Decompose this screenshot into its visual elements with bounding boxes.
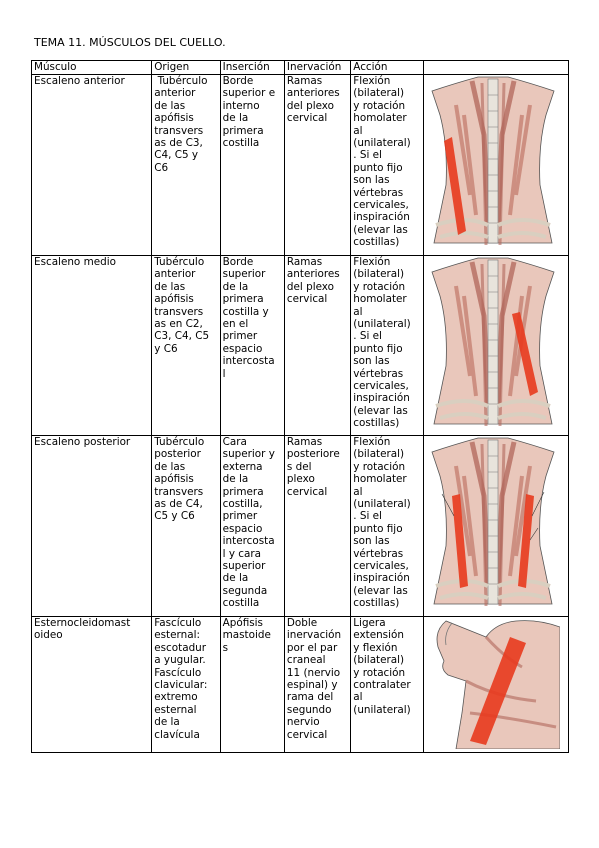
neck-front-drawing (431, 257, 555, 427)
neck-front-drawing (431, 437, 555, 607)
muscle-action: Ligera extensión y flexión (bilateral) y… (350, 616, 424, 753)
muscle-insertion: Cara superior y externa de la primera co… (219, 435, 285, 617)
table-row: Escaleno posterior Tubérculo posterior d… (30, 435, 570, 617)
neck-front-drawing (431, 76, 555, 246)
neck-lateral-drawing (436, 620, 560, 749)
muscle-origin: Tubérculo posterior de las apófisis tran… (151, 435, 221, 617)
table-row: Escaleno medio Tubérculo anterior de las… (30, 255, 570, 436)
header-insertion: Inserción (219, 60, 285, 75)
muscle-name: Escaleno medio (30, 255, 153, 436)
muscle-origin: Tubérculo anterior de las apófisis trans… (151, 255, 221, 436)
muscle-innervation: Ramas anteriores del plexo cervical (283, 74, 352, 256)
muscle-origin: Fascículo esternal: escotadur a yugular.… (151, 616, 221, 753)
table-header-row: Músculo Origen Inserción Inervación Acci… (30, 60, 570, 75)
neck-anatomy-illustration (431, 76, 555, 246)
muscle-insertion: Apófisis mastoide s (219, 616, 285, 753)
table-row: Esternocleidomast oideo Fascículo estern… (30, 616, 570, 753)
header-origin: Origen (151, 60, 221, 75)
header-innervation: Inervación (283, 60, 352, 75)
muscle-innervation: Ramas anteriores del plexo cervical (283, 255, 352, 436)
muscle-insertion: Borde superior de la primera costilla y … (219, 255, 285, 436)
muscle-name: Esternocleidomast oideo (30, 616, 153, 753)
header-muscle: Músculo (30, 60, 153, 75)
muscles-table: Músculo Origen Inserción Inervación Acci… (30, 60, 570, 753)
muscle-origin: Tubérculo anterior de las apófisis trans… (151, 74, 221, 256)
muscle-innervation: Doble inervación por el par craneal 11 (… (283, 616, 352, 753)
neck-anatomy-illustration (431, 257, 555, 427)
muscle-name: Escaleno posterior (30, 435, 153, 617)
header-image (422, 60, 570, 75)
muscle-action: Flexión (bilateral) y rotación homolater… (350, 74, 424, 256)
muscle-action: Flexión (bilateral) y rotación homolater… (350, 255, 424, 436)
muscle-action: Flexión (bilateral) y rotación homolater… (350, 435, 424, 617)
muscle-innervation: Ramas posteriore s del plexo cervical (283, 435, 352, 617)
header-action: Acción (350, 60, 424, 75)
table-row: Escaleno anterior Tubérculo anterior de … (30, 74, 570, 256)
neck-anatomy-illustration (431, 437, 555, 607)
muscle-insertion: Borde superior e interno de la primera c… (219, 74, 285, 256)
muscle-name: Escaleno anterior (30, 74, 153, 256)
page-title: TEMA 11. MÚSCULOS DEL CUELLO. (34, 36, 226, 49)
neck-side-illustration (436, 620, 560, 749)
